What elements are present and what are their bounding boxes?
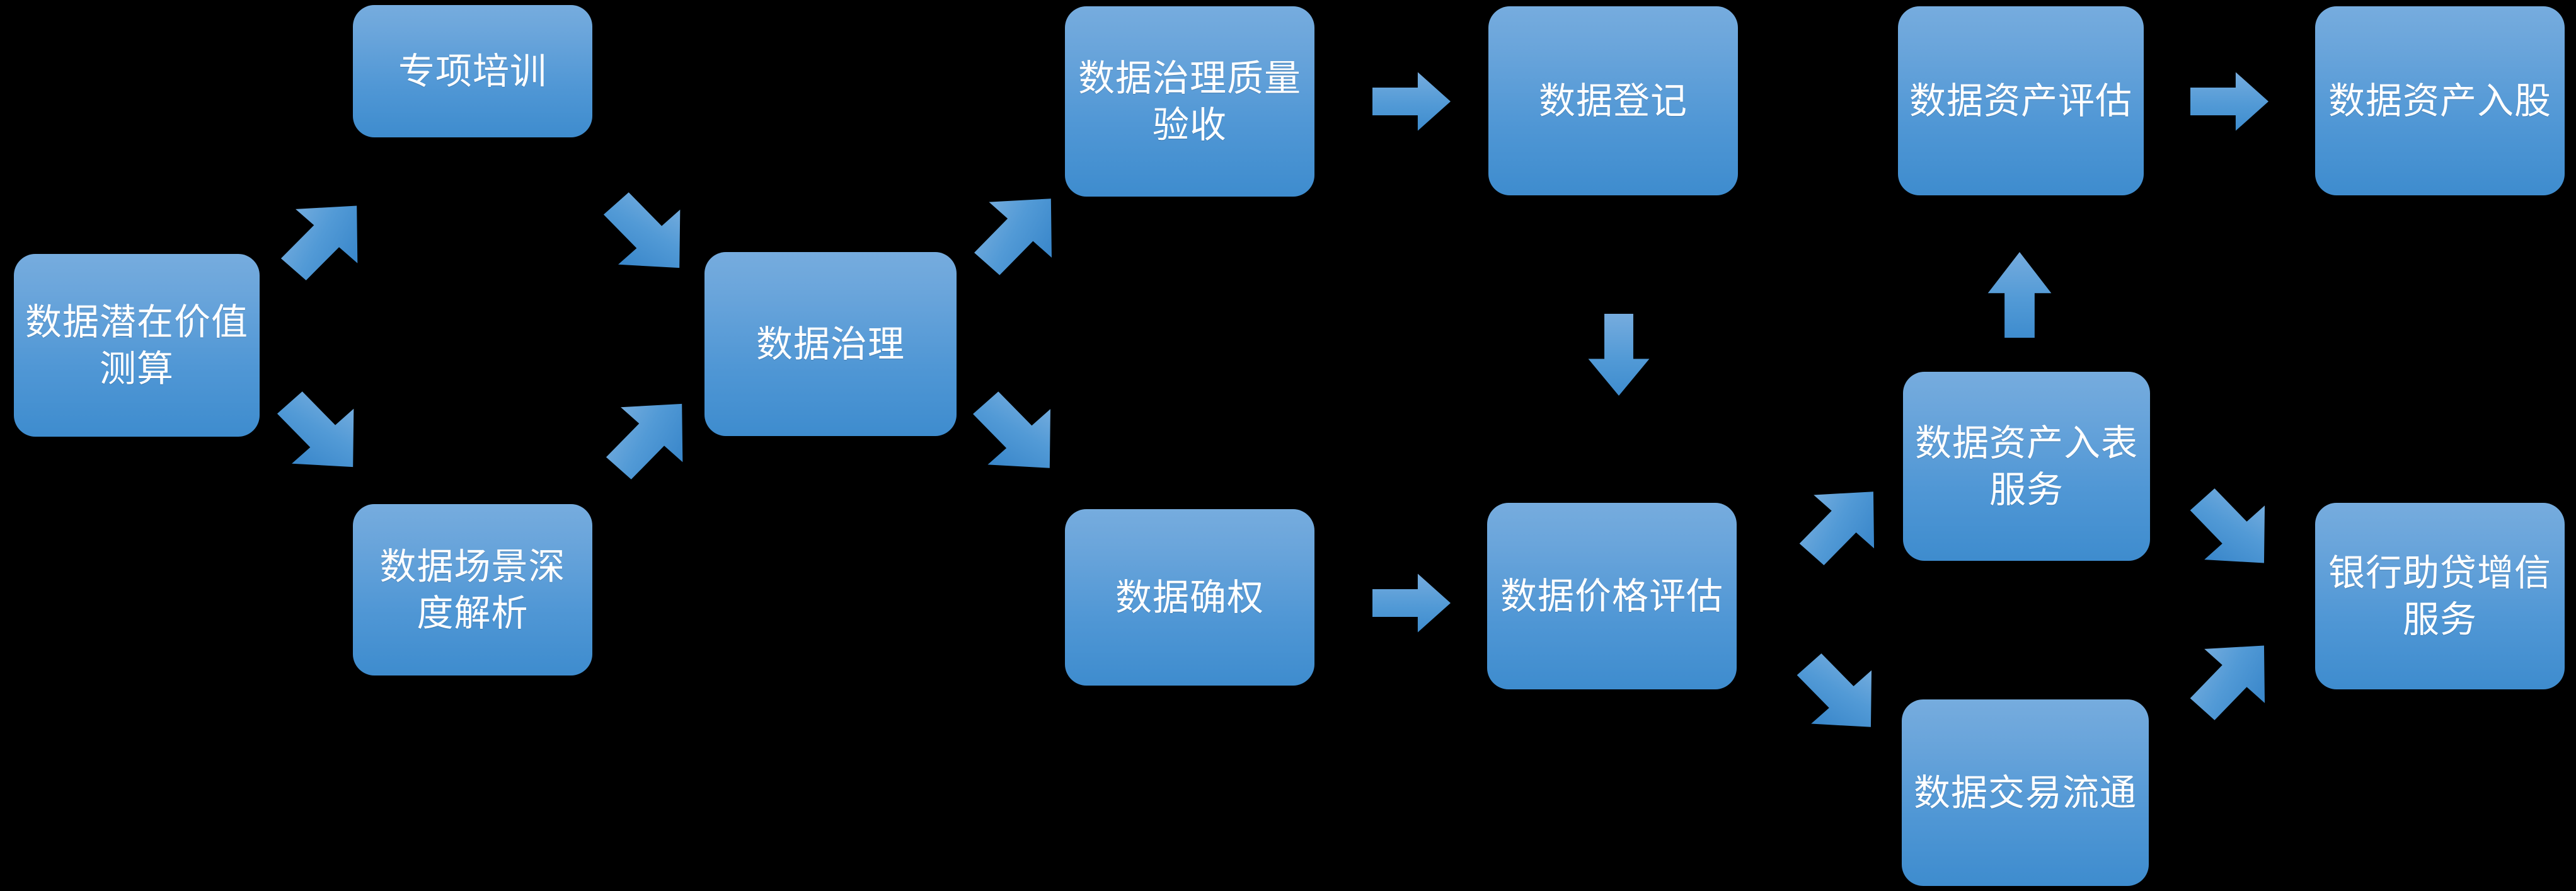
arrow-balance-sheet-service-to-bank-credit-service (2184, 484, 2282, 578)
node-bank-loan-credit-service[interactable]: 银行助贷增信服务 (2315, 503, 2565, 689)
node-label: 数据场景深度解析 (379, 544, 566, 635)
node-label: 数据交易流通 (1913, 771, 2137, 814)
arrow-governance-to-rights-confirmation (967, 387, 1069, 484)
node-governance-quality-acceptance[interactable]: 数据治理质量验收 (1065, 6, 1314, 197)
arrow-training-to-governance (597, 188, 698, 284)
arrow-potential-value-to-training (275, 190, 376, 285)
node-label: 数据登记 (1538, 79, 1688, 122)
node-scenario-analysis[interactable]: 数据场景深度解析 (353, 504, 592, 675)
arrow-balance-sheet-service-to-asset-valuation (1986, 252, 2053, 338)
node-label: 数据潜在价值测算 (25, 300, 248, 390)
node-data-rights-confirmation[interactable]: 数据确权 (1065, 509, 1314, 686)
arrow-quality-acceptance-to-registration (1372, 71, 1451, 132)
node-label: 数据治理质量验收 (1078, 56, 1301, 146)
node-data-trading-circulation[interactable]: 数据交易流通 (1902, 699, 2149, 886)
node-label: 数据治理 (756, 322, 905, 365)
node-label: 专项培训 (398, 49, 547, 93)
node-label: 数据价格评估 (1500, 574, 1723, 618)
arrow-price-assessment-to-balance-sheet-service (1793, 476, 1892, 570)
node-asset-on-balance-sheet-service[interactable]: 数据资产入表服务 (1903, 372, 2150, 561)
node-data-price-assessment[interactable]: 数据价格评估 (1487, 503, 1737, 689)
arrow-asset-valuation-to-asset-equity (2190, 71, 2268, 132)
node-label: 数据资产评估 (1909, 79, 2132, 122)
node-data-potential-value[interactable]: 数据潜在价值测算 (14, 254, 260, 437)
node-data-asset-equity[interactable]: 数据资产入股 (2315, 6, 2565, 195)
arrow-scenario-analysis-to-governance (600, 388, 701, 484)
node-label: 数据资产入股 (2328, 79, 2551, 122)
arrow-governance-to-quality-acceptance (968, 183, 1070, 280)
node-special-training[interactable]: 专项培训 (353, 5, 592, 137)
node-label: 数据资产入表服务 (1914, 421, 2138, 511)
arrow-registration-to-price-assessment (1587, 314, 1651, 396)
arrow-potential-value-to-scenario-analysis (271, 387, 372, 483)
arrow-rights-confirmation-to-price-assessment (1372, 572, 1451, 634)
node-data-registration[interactable]: 数据登记 (1488, 6, 1738, 195)
node-label: 银行助贷增信服务 (2328, 551, 2551, 641)
node-data-asset-valuation[interactable]: 数据资产评估 (1898, 6, 2144, 195)
node-label: 数据确权 (1115, 575, 1264, 619)
arrow-trading-circulation-to-bank-credit-service (2184, 630, 2282, 725)
node-data-governance[interactable]: 数据治理 (704, 252, 957, 436)
arrow-price-assessment-to-trading-circulation (1791, 649, 1889, 742)
